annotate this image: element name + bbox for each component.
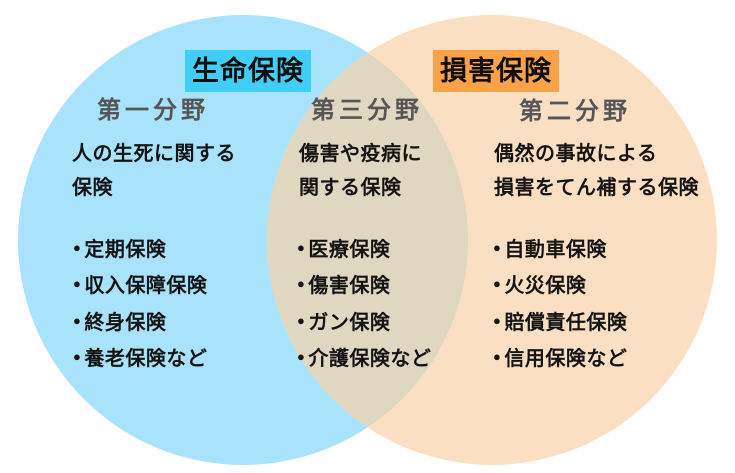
list-item-label: 介護保険など	[308, 348, 432, 371]
list-item-label: 信用保険など	[504, 348, 628, 371]
list-item: ●賠償責任保険	[493, 302, 627, 339]
description-line: 偶然の事故による	[494, 143, 658, 165]
section-heading-first-field: 第一分野	[97, 97, 209, 124]
first-field-description: 人の生死に関する 保険	[72, 137, 236, 205]
bullet-icon: ●	[297, 312, 306, 328]
bullet-icon: ●	[73, 312, 82, 328]
list-item: ●医療保険	[297, 229, 431, 266]
list-item-label: 定期保険	[84, 238, 167, 261]
section-heading-third-field: 第三分野	[311, 97, 423, 124]
overlap-lens	[267, 15, 468, 465]
list-item: ●信用保険など	[493, 339, 627, 376]
list-item-label: 賠償責任保険	[504, 311, 628, 334]
bullet-icon: ●	[73, 349, 82, 365]
list-item: ●介護保険など	[297, 339, 431, 376]
list-item-label: 火災保険	[504, 275, 587, 298]
list-item: ●自動車保険	[493, 229, 627, 266]
second-field-insurance-list: ●自動車保険 ●火災保険 ●賠償責任保険 ●信用保険など	[493, 229, 627, 375]
third-field-insurance-list: ●医療保険 ●傷害保険 ●ガン保険 ●介護保険など	[297, 229, 431, 375]
list-item: ●収入保障保険	[73, 266, 207, 303]
list-item-label: 傷害保険	[308, 275, 391, 298]
list-item-label: ガン保険	[308, 311, 391, 334]
description-line: 損害をてん補する保険	[494, 177, 699, 199]
life-insurance-label: 生命保険	[185, 50, 311, 92]
second-field-description: 偶然の事故による 損害をてん補する保険	[494, 137, 699, 205]
list-item: ●傷害保険	[297, 266, 431, 303]
bullet-icon: ●	[73, 276, 82, 292]
list-item: ●火災保険	[493, 266, 627, 303]
list-item: ●養老保険など	[73, 339, 207, 376]
third-field-description: 傷害や疫病に 関する保険	[299, 137, 422, 205]
list-item: ●終身保険	[73, 302, 207, 339]
description-line: 人の生死に関する	[72, 143, 236, 165]
section-heading-second-field: 第二分野	[519, 98, 631, 125]
description-line: 傷害や疫病に	[299, 143, 422, 165]
list-item-label: 自動車保険	[504, 238, 607, 261]
bullet-icon: ●	[493, 276, 502, 292]
bullet-icon: ●	[493, 349, 502, 365]
list-item-label: 養老保険など	[84, 348, 208, 371]
bullet-icon: ●	[297, 276, 306, 292]
list-item: ●ガン保険	[297, 302, 431, 339]
first-field-insurance-list: ●定期保険 ●収入保障保険 ●終身保険 ●養老保険など	[73, 229, 207, 375]
bullet-icon: ●	[297, 239, 306, 255]
bullet-icon: ●	[493, 239, 502, 255]
description-line: 関する保険	[299, 177, 402, 199]
bullet-icon: ●	[297, 349, 306, 365]
list-item: ●定期保険	[73, 229, 207, 266]
list-item-label: 医療保険	[308, 238, 391, 261]
list-item-label: 収入保障保険	[84, 275, 208, 298]
damage-insurance-label: 損害保険	[433, 50, 559, 92]
list-item-label: 終身保険	[84, 311, 167, 334]
bullet-icon: ●	[73, 239, 82, 255]
description-line: 保険	[72, 177, 113, 199]
bullet-icon: ●	[493, 312, 502, 328]
